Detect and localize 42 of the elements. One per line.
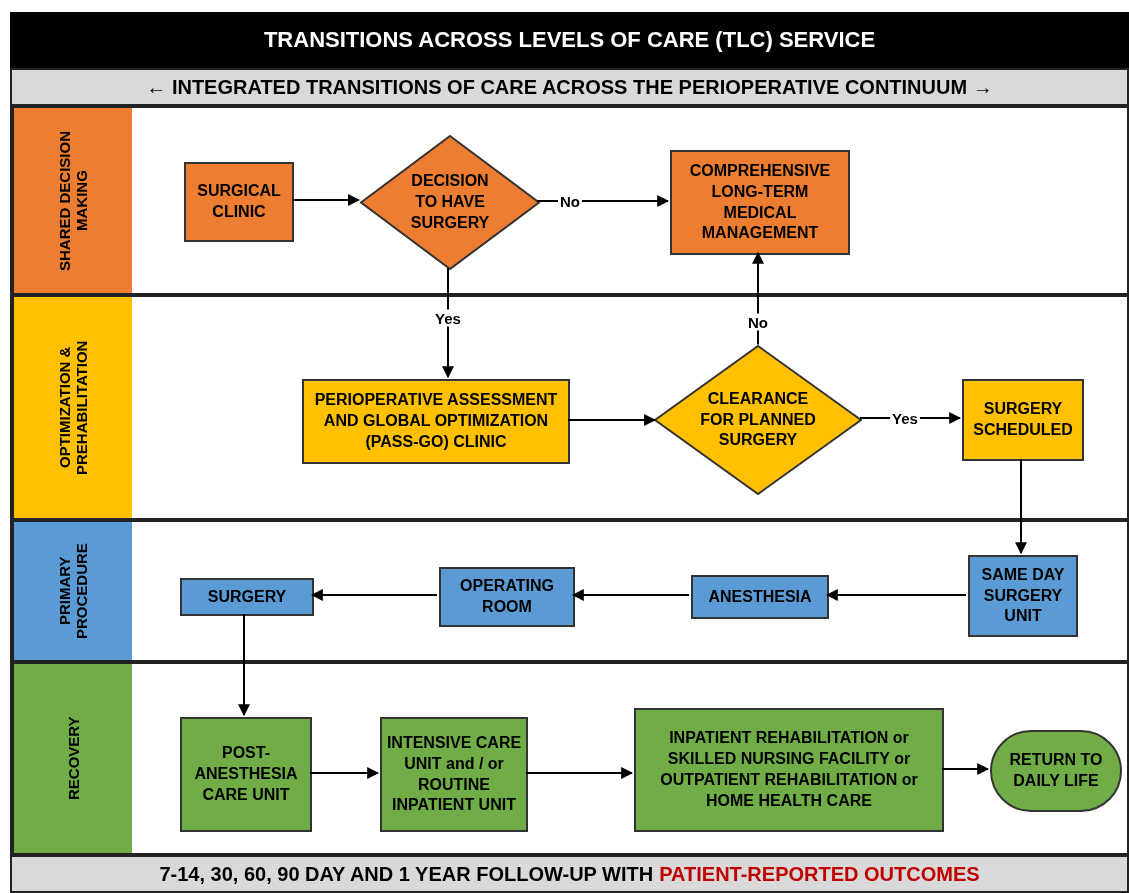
title-bar: TRANSITIONS ACROSS LEVELS OF CARE (TLC) SERVICE [10, 12, 1129, 68]
arrow [309, 767, 380, 779]
process-box: INPATIENT REHABILITATION or SKILLED NURSING FACILITY or OUTPATIENT REHABILITATION or HOME HEALTH CARE [634, 708, 944, 832]
arrow [859, 412, 962, 424]
process-box: SURGERY [180, 578, 314, 616]
process-box: INTENSIVE CARE UNIT and / or ROUTINE INPATIENT UNIT [380, 717, 528, 832]
edge-label: Yes [433, 309, 463, 327]
arrow [752, 251, 764, 346]
swimlane [10, 295, 1129, 520]
swimlane [10, 106, 1129, 295]
footer-text: PATIENT-REPORTED OUTCOMES [659, 862, 980, 886]
arrow [825, 589, 967, 601]
arrow [310, 589, 438, 601]
subtitle-bar: ← INTEGRATED TRANSITIONS OF CARE ACROSS THE PERIOPERATIVE CONTINUUM → [10, 68, 1129, 106]
swimlane [10, 520, 1129, 662]
arrow [442, 267, 454, 379]
arrow [536, 195, 670, 207]
process-box: PERIOPERATIVE ASSESSMENT AND GLOBAL OPTIMIZATION (PASS-GO) CLINIC [302, 379, 570, 464]
decision-label: DECISION TO HAVE SURGERY [409, 171, 491, 233]
arrow [238, 613, 250, 717]
lane-title: OPTIMIZATION & PREHABILITATION [12, 297, 132, 518]
arrow [941, 763, 990, 775]
lane-title: PRIMARY PROCEDURE [12, 522, 132, 660]
footer-text: 7-14, 30, 60, 90 DAY AND 1 YEAR FOLLOW-UP WITH [159, 862, 654, 886]
lane-title: SHARED DECISION MAKING [12, 108, 132, 293]
process-box: OPERATING ROOM [439, 567, 575, 627]
process-box: SURGERY SCHEDULED [962, 379, 1084, 461]
process-box: COMPREHENSIVE LONG-TERM MEDICAL MANAGEMENT [670, 150, 850, 255]
process-box: POST-ANESTHESIA CARE UNIT [180, 717, 312, 832]
edge-label: No [746, 313, 770, 331]
arrow [567, 414, 656, 426]
arrow [1015, 458, 1027, 555]
arrow [291, 194, 360, 206]
process-box: SURGICAL CLINIC [184, 162, 294, 242]
swimlane [10, 662, 1129, 855]
process-box: SAME DAY SURGERY UNIT [968, 555, 1078, 637]
arrow [525, 767, 634, 779]
terminal-box: RETURN TO DAILY LIFE [990, 730, 1122, 812]
decision-label: CLEARANCE FOR PLANNED SURGERY [699, 388, 817, 451]
arrow [571, 589, 690, 601]
lane-title: RECOVERY [12, 664, 132, 853]
process-box: ANESTHESIA [691, 575, 829, 619]
